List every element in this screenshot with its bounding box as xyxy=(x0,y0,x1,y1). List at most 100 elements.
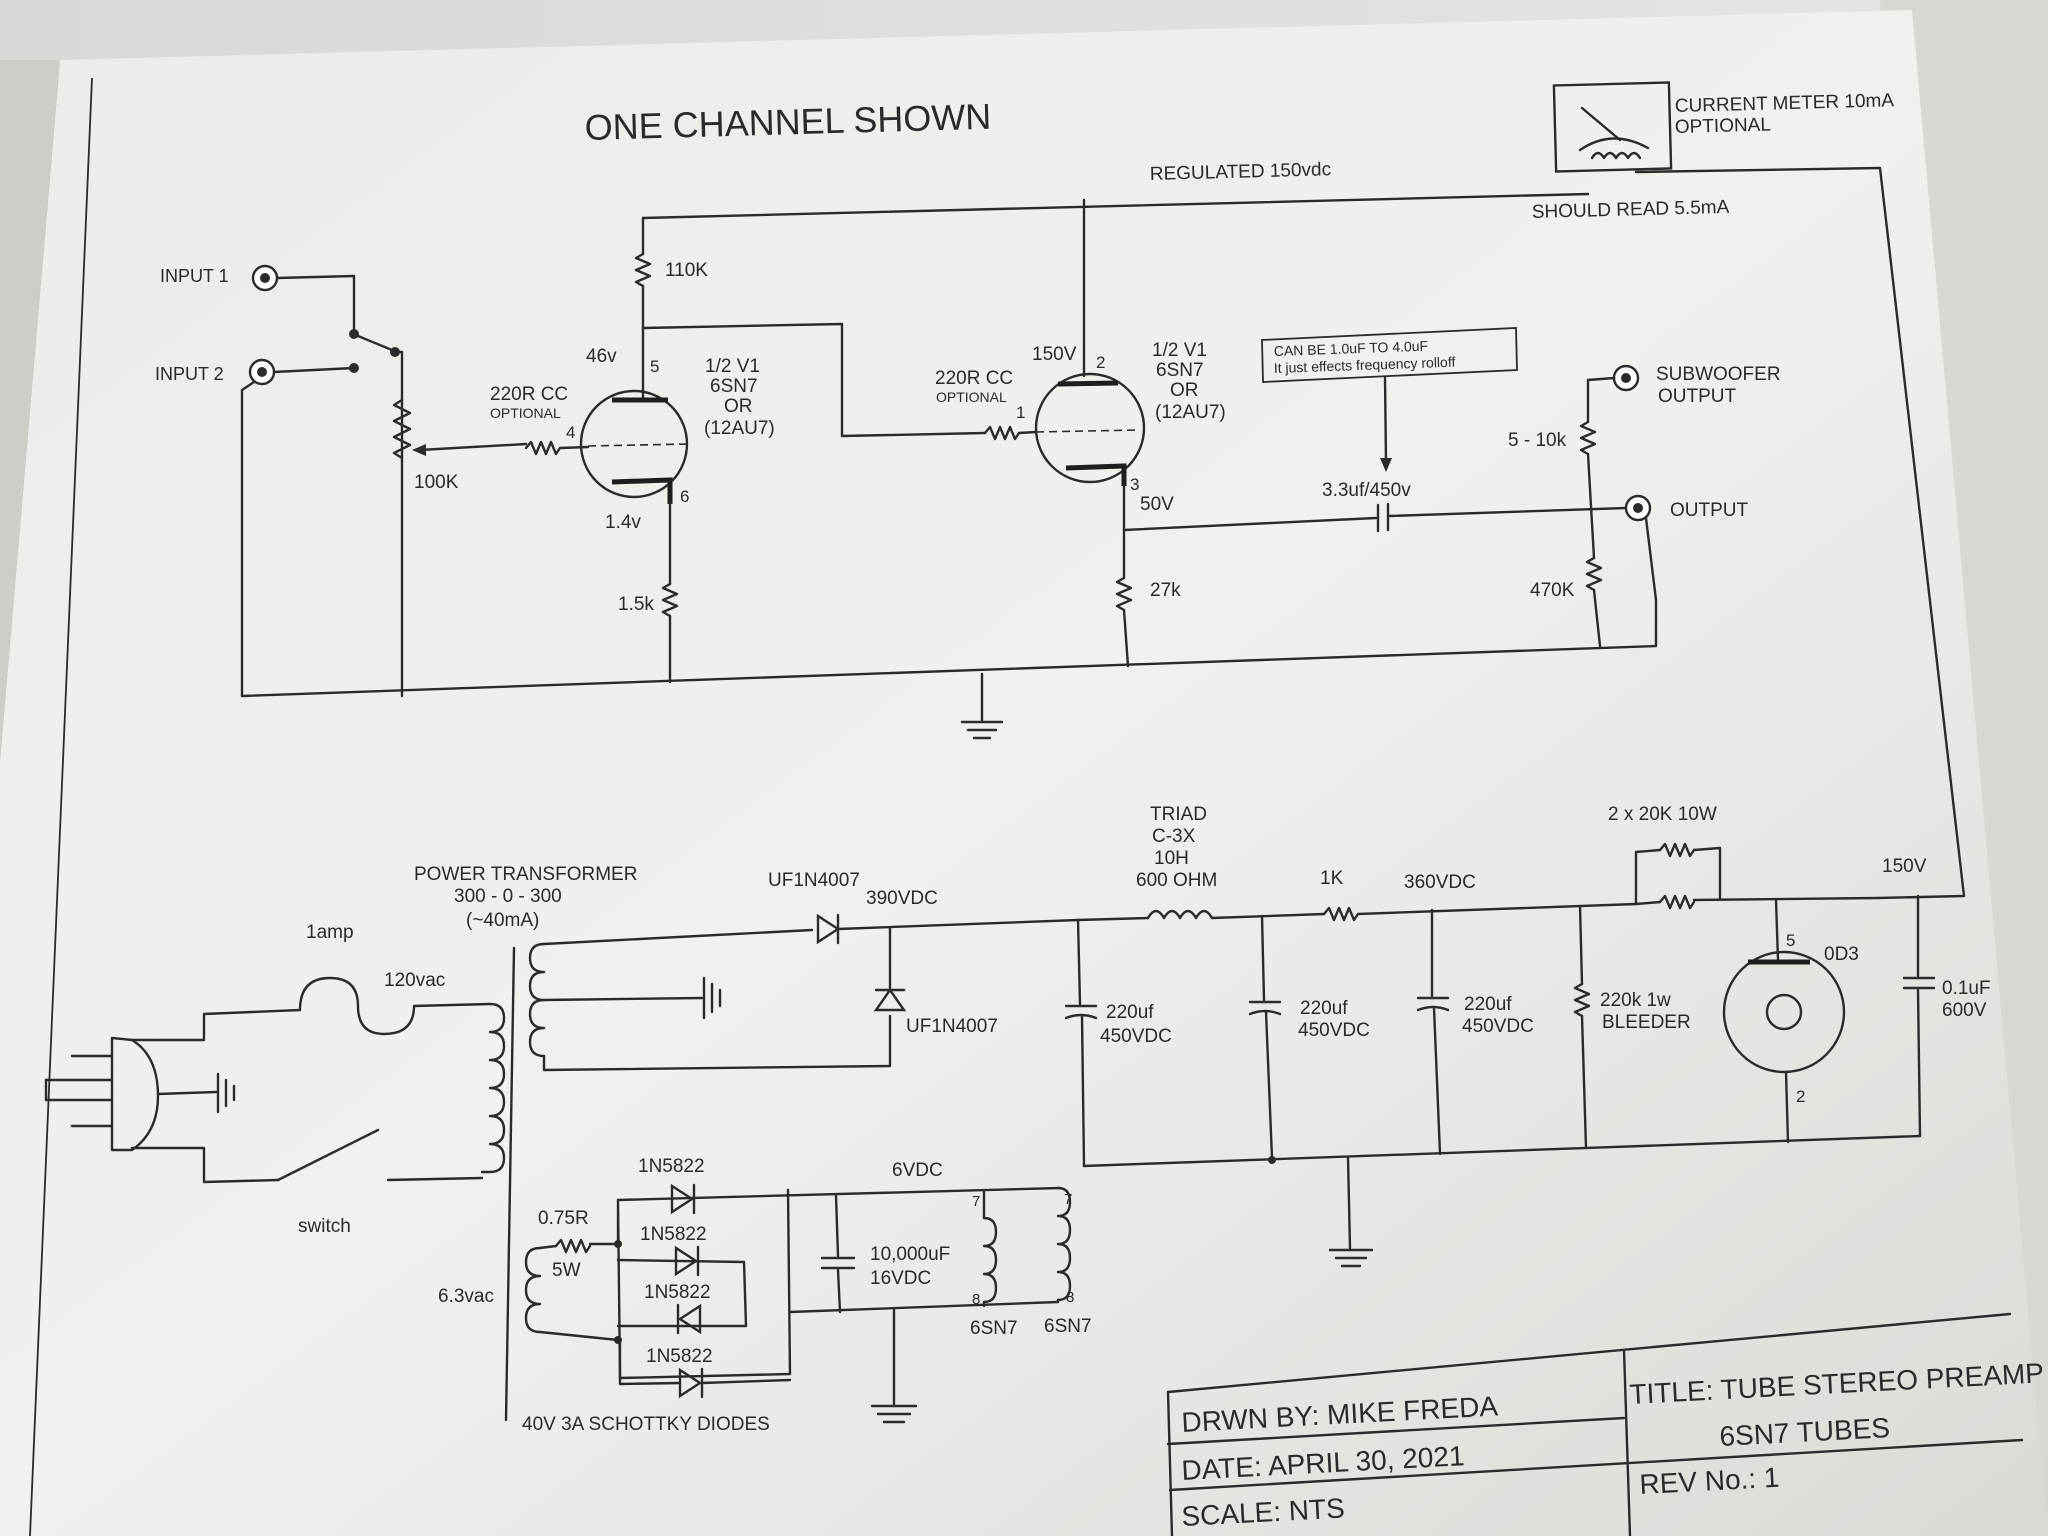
stage2-grid-resistor xyxy=(983,425,1021,441)
resistor-1k-label: 1K xyxy=(1320,868,1344,889)
heater-pin-8b: 8 xyxy=(1066,1289,1074,1306)
stage1-grid-wire xyxy=(558,445,590,450)
heater-tube-2-label: 6SN7 xyxy=(1044,1316,1092,1337)
heater-pin-8a: 8 xyxy=(972,1291,980,1308)
pot-wiper-arrow xyxy=(412,444,426,456)
heater-cap-label-2: 16VDC xyxy=(870,1268,931,1289)
rectifier-diode-1-label: UF1N4007 xyxy=(768,870,860,891)
stage1-pin-plate: 5 xyxy=(650,357,659,376)
stage1-tube-label-4: (12AU7) xyxy=(704,418,775,439)
choke-label-4: 600 OHM xyxy=(1136,870,1217,891)
stage2-pin-grid: 1 xyxy=(1016,403,1025,422)
output-resistor[interactable] xyxy=(1585,556,1603,592)
volume-pot[interactable] xyxy=(392,398,412,460)
bypass-cap[interactable] xyxy=(1902,894,1936,1138)
filter-cap-3[interactable] xyxy=(1416,908,1450,1156)
regulator-anode-wire xyxy=(1774,898,1780,962)
selector-wire xyxy=(393,350,404,698)
stage1-plate-resistor[interactable] xyxy=(634,252,652,288)
bplus-rail xyxy=(641,192,1590,220)
input-2-jack[interactable] xyxy=(248,358,276,386)
power-transformer-label-2: 300 - 0 - 300 xyxy=(454,886,562,907)
stage1-grid-resistor xyxy=(524,440,562,456)
input-2-label: INPUT 2 xyxy=(155,364,224,384)
bleeder-resistor[interactable] xyxy=(1573,982,1591,1018)
switch-label: switch xyxy=(298,1216,351,1237)
filter-cap-3-label-a: 220uf xyxy=(1464,994,1512,1015)
stage1-tube-label-2: 6SN7 xyxy=(710,376,758,397)
input-2-wire xyxy=(272,366,356,374)
output-jack-ground xyxy=(1644,516,1658,602)
choke[interactable] xyxy=(1146,909,1214,920)
mains-switch-wire xyxy=(130,1146,280,1184)
bridge-bottom-rail xyxy=(618,1188,792,1380)
heater-tube-1-label: 6SN7 xyxy=(970,1318,1018,1339)
fuse-label: 1amp xyxy=(306,922,354,943)
output-resistor-label: 470K xyxy=(1530,580,1575,601)
output-jack[interactable] xyxy=(1624,494,1652,522)
revision-number: REV No.: 1 xyxy=(1639,1462,1780,1500)
note-box xyxy=(1261,327,1518,383)
stage2-cathode-resistor-label: 27k xyxy=(1150,580,1181,601)
current-meter xyxy=(1552,81,1673,173)
bypass-cap-label-1: 0.1uF xyxy=(1942,978,1991,999)
choke-label-2: C-3X xyxy=(1152,826,1196,847)
meter-optional-label: OPTIONAL xyxy=(1675,114,1772,138)
input-selector-switch[interactable] xyxy=(349,329,400,373)
od3-regulator-tube xyxy=(1722,950,1846,1074)
note-arrow-line xyxy=(1383,376,1388,464)
stage2-tube xyxy=(1034,372,1146,486)
bypass-cap-label-2: 600V xyxy=(1942,1000,1987,1021)
filter-cap-1[interactable] xyxy=(1064,918,1098,1168)
heater-node-1 xyxy=(614,1240,622,1248)
subwoofer-output-jack[interactable] xyxy=(1612,364,1640,392)
heater-bridge-mid xyxy=(616,1258,748,1328)
plug-ground-symbol xyxy=(216,1072,236,1114)
schottky-note: 40V 3A SCHOTTKY DIODES xyxy=(522,1414,770,1435)
heater-filter-cap[interactable] xyxy=(820,1194,856,1314)
input-ground-wire xyxy=(240,380,256,698)
bleeder-label-2: BLEEDER xyxy=(1602,1012,1691,1033)
heater-return xyxy=(788,1300,1060,1314)
stage1-tube-label-3: OR xyxy=(724,396,753,417)
regulator-cathode-wire xyxy=(1784,1070,1790,1144)
rail-a xyxy=(1076,916,1150,922)
heater-resistor[interactable] xyxy=(554,1238,592,1254)
resistor-1k[interactable] xyxy=(1322,906,1360,922)
psu-ground-junction xyxy=(1268,1156,1276,1164)
stage2-cathode-resistor[interactable] xyxy=(1115,576,1133,612)
coupling-wire xyxy=(641,322,987,438)
stage1-tube-label-1: 1/2 V1 xyxy=(705,356,760,377)
heater-wire-top xyxy=(538,1244,558,1250)
heater-diode-3 xyxy=(676,1303,702,1335)
rail-d xyxy=(1634,900,1662,906)
should-read-label: SHOULD READ 5.5mA xyxy=(1532,197,1730,223)
note-line-1: CAN BE 1.0uF TO 4.0uF xyxy=(1274,338,1429,359)
mains-switch[interactable] xyxy=(276,1128,380,1182)
rectifier-diode-2 xyxy=(873,987,907,1012)
dropper-resistor-a[interactable] xyxy=(1658,842,1696,858)
filter-cap-2[interactable] xyxy=(1248,914,1282,1160)
stage2-grid-resistor-label: 220R CC xyxy=(935,368,1013,389)
stage1-cathode-resistor[interactable] xyxy=(661,582,679,618)
heater-wire-bottom xyxy=(538,1330,620,1342)
dropper-resistor-b[interactable] xyxy=(1658,894,1696,910)
input-1-jack[interactable] xyxy=(251,264,279,292)
stage1-pin-cathode: 6 xyxy=(680,487,689,506)
ground-symbol-3 xyxy=(870,1404,918,1424)
mains-plug[interactable] xyxy=(44,1036,160,1152)
stage2-plate-voltage: 150V xyxy=(1032,344,1077,365)
output-coupling-capacitor[interactable] xyxy=(1376,502,1390,533)
power-transformer-label-3: (~40mA) xyxy=(466,910,539,931)
od3-pin-2: 2 xyxy=(1796,1087,1805,1106)
choke-label-3: 10H xyxy=(1154,848,1189,869)
subwoofer-resistor[interactable] xyxy=(1579,420,1597,456)
stage2-pin-plate: 2 xyxy=(1096,353,1105,372)
choke-label-1: TRIAD xyxy=(1150,804,1207,825)
paper-sheet xyxy=(0,10,2048,1536)
title-block xyxy=(1166,1312,2024,1536)
fuse[interactable] xyxy=(298,976,492,1036)
rectifier-out-wire xyxy=(836,918,1080,931)
ht-centre-tap xyxy=(542,996,704,1002)
